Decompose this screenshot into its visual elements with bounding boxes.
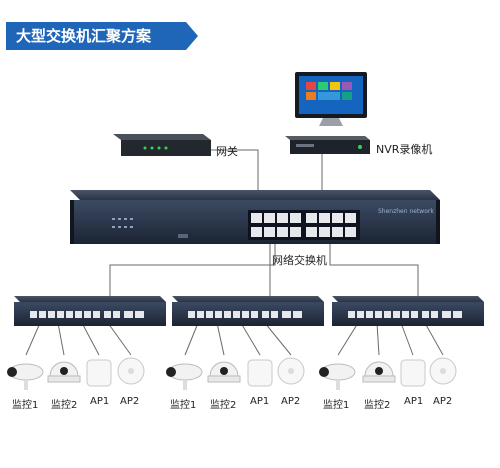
device-label: AP2 [433, 396, 453, 407]
device-label: 监控1 [170, 400, 197, 411]
device-label: AP1 [90, 396, 110, 407]
core-switch-icon [70, 190, 440, 244]
device-label: AP1 [250, 396, 270, 407]
monitor-icon [295, 72, 367, 126]
dome-camera-icon [47, 361, 81, 383]
core-switch-label: 网络交换机 [272, 254, 327, 267]
ap-icon [400, 359, 426, 387]
brand-label: Shenzhen network [378, 208, 434, 215]
links [25, 148, 444, 356]
access-switch-left-icon [14, 296, 166, 326]
device-label: 监控1 [323, 400, 350, 411]
access-switch-mid-icon [172, 296, 324, 326]
ap-icon [117, 357, 145, 385]
core-left-link [109, 242, 276, 300]
device-label: 监控2 [51, 400, 78, 411]
dome-camera-icon [207, 361, 241, 383]
device-label: AP2 [281, 396, 301, 407]
ap-icon [86, 359, 112, 387]
nvr-icon [285, 136, 370, 154]
device-label: AP1 [404, 396, 424, 407]
bullet-camera-icon [7, 363, 44, 390]
gateway-icon [113, 134, 211, 156]
gateway-label: 网关 [216, 145, 238, 158]
device-label: 监控1 [12, 400, 39, 411]
device-label: 监控2 [210, 400, 237, 411]
device-label: 监控2 [364, 400, 391, 411]
ap-icon [277, 357, 305, 385]
core-right-link [329, 242, 419, 300]
ap-icon [247, 359, 273, 387]
device-label: AP2 [120, 396, 140, 407]
diagram-title: 大型交换机汇聚方案 [6, 22, 198, 50]
nvr-label: NVR录像机 [376, 143, 433, 156]
bullet-camera-icon [319, 363, 356, 390]
dome-camera-icon [362, 361, 396, 383]
ap-icon [429, 357, 457, 385]
access-switch-right-icon [332, 296, 484, 326]
bullet-camera-icon [166, 363, 203, 390]
